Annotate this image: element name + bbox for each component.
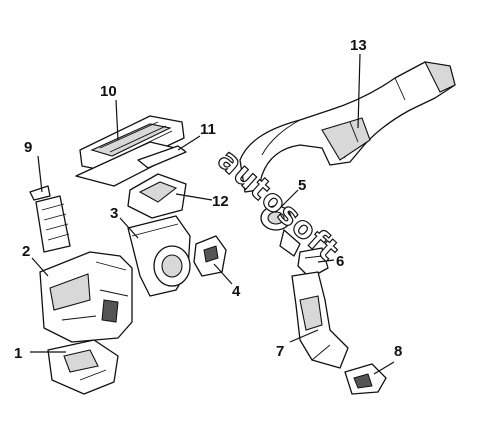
callout-12: 12 (212, 193, 229, 210)
callout-3: 3 (110, 205, 118, 222)
leader-3 (119, 217, 139, 239)
callout-1: 1 (14, 345, 22, 362)
leader-lines (30, 53, 395, 375)
callout-7: 7 (276, 343, 284, 360)
leader-2 (31, 257, 49, 277)
callout-labels: 1 2 3 4 5 6 7 8 9 10 11 12 13 (14, 37, 402, 362)
leader-13 (357, 53, 361, 129)
callout-11: 11 (200, 121, 216, 138)
leader-9 (37, 155, 43, 193)
callout-10: 10 (100, 83, 117, 100)
part-1-bracket (47, 339, 119, 395)
part-12-filter-frame (127, 173, 187, 219)
leader-6 (317, 259, 335, 263)
part-3-blower (127, 215, 191, 297)
leader-8 (373, 361, 395, 375)
part-9-heater-core (29, 185, 71, 253)
callout-13: 13 (350, 37, 367, 54)
part-11-gasket (137, 145, 187, 169)
callout-4: 4 (232, 283, 241, 300)
watermark-text: autosoft (211, 142, 346, 269)
part-4-actuator (193, 235, 227, 277)
callout-8: 8 (394, 343, 402, 360)
callout-5: 5 (298, 177, 306, 194)
part-6-connector (297, 247, 329, 279)
leader-5 (279, 189, 299, 209)
callout-2: 2 (22, 243, 30, 260)
part-2-heater-housing (39, 251, 133, 343)
leader-10 (115, 99, 119, 141)
leader-4 (213, 263, 233, 285)
part-7-lower-duct (291, 271, 349, 369)
leader-12 (175, 193, 213, 201)
callout-6: 6 (336, 253, 344, 270)
part-13-air-duct (239, 61, 456, 193)
callout-9: 9 (24, 139, 32, 156)
part-8-outlet (344, 363, 387, 395)
part-5-coupling (260, 205, 301, 257)
leader-7 (289, 329, 319, 343)
leader-11 (177, 135, 201, 151)
